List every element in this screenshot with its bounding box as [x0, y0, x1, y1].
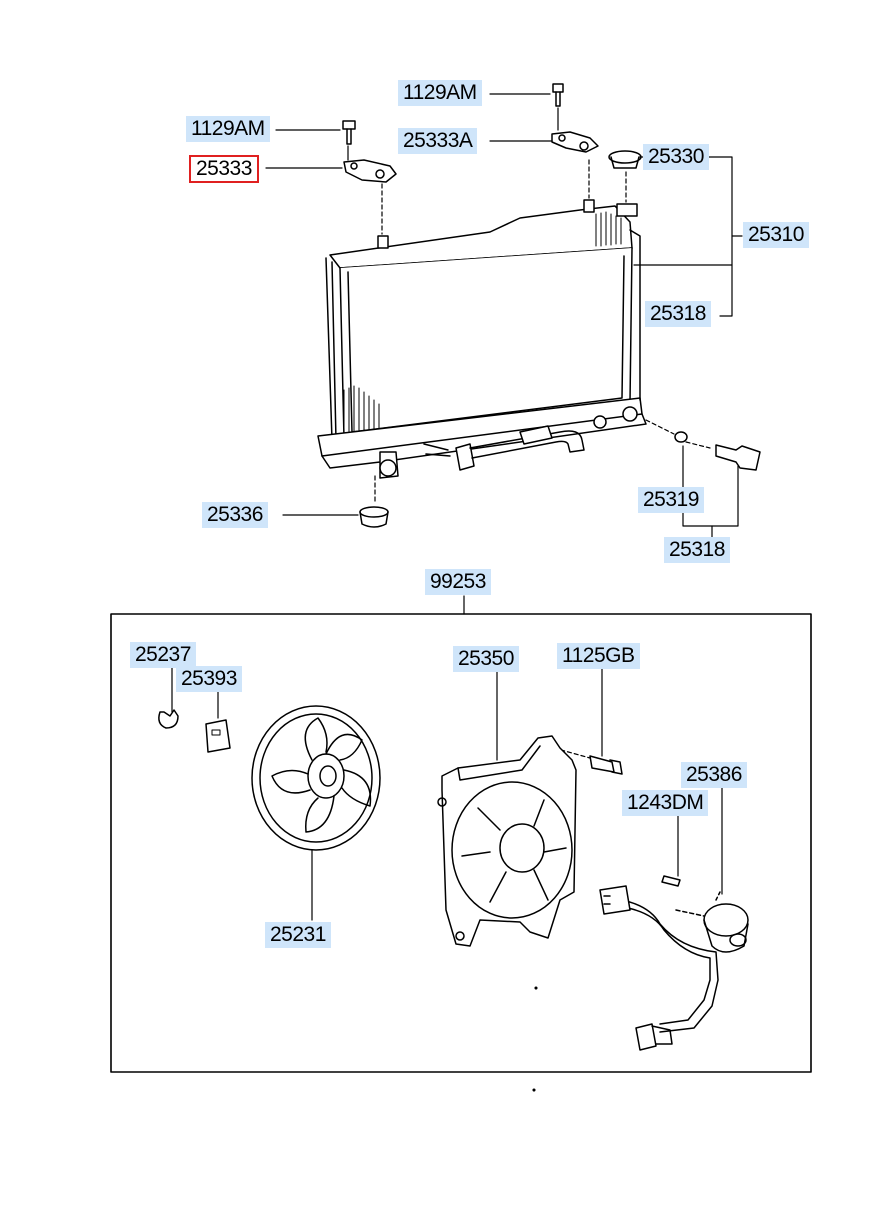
leader-lines-lower: [171, 667, 723, 921]
screw-1243DM: [661, 875, 681, 887]
fan-motor-25386: [599, 885, 749, 1051]
label-25393[interactable]: 25393: [176, 666, 242, 692]
label-plate-25393: [205, 719, 231, 753]
bolt-1125GB: [589, 755, 623, 775]
bolt-1129AM-left: [342, 120, 356, 145]
label-25231[interactable]: 25231: [265, 922, 331, 948]
radiator-cap: [608, 150, 642, 169]
label-25319[interactable]: 25319: [638, 487, 704, 513]
drain-plug: [674, 431, 761, 471]
label-25310[interactable]: 25310: [743, 222, 809, 248]
fan-blade-25231: [251, 705, 381, 851]
label-1129AM-left[interactable]: 1129AM: [186, 116, 270, 142]
bracket-25333: [343, 159, 397, 183]
label-25333-selected[interactable]: 25333: [189, 155, 259, 183]
mount-insulator: [359, 506, 389, 528]
label-25336[interactable]: 25336: [202, 502, 268, 528]
bolt-1129AM-top: [552, 83, 564, 107]
label-25318-upper[interactable]: 25318: [645, 301, 711, 327]
fan-assembly-box: [110, 613, 812, 1073]
label-99253[interactable]: 99253: [425, 569, 491, 595]
label-25350[interactable]: 25350: [453, 646, 519, 672]
clip-25237: [158, 709, 179, 729]
fan-shroud-25350: [437, 735, 577, 947]
label-1129AM-top[interactable]: 1129AM: [398, 80, 482, 106]
label-25237[interactable]: 25237: [130, 642, 196, 668]
label-25330[interactable]: 25330: [643, 144, 709, 170]
label-1243DM[interactable]: 1243DM: [622, 790, 709, 816]
label-25333A[interactable]: 25333A: [398, 128, 478, 154]
label-25386[interactable]: 25386: [681, 762, 747, 788]
label-25318-lower[interactable]: 25318: [664, 537, 730, 563]
bracket-25333A: [551, 131, 599, 153]
radiator: [317, 199, 647, 479]
label-1125GB[interactable]: 1125GB: [557, 643, 640, 669]
